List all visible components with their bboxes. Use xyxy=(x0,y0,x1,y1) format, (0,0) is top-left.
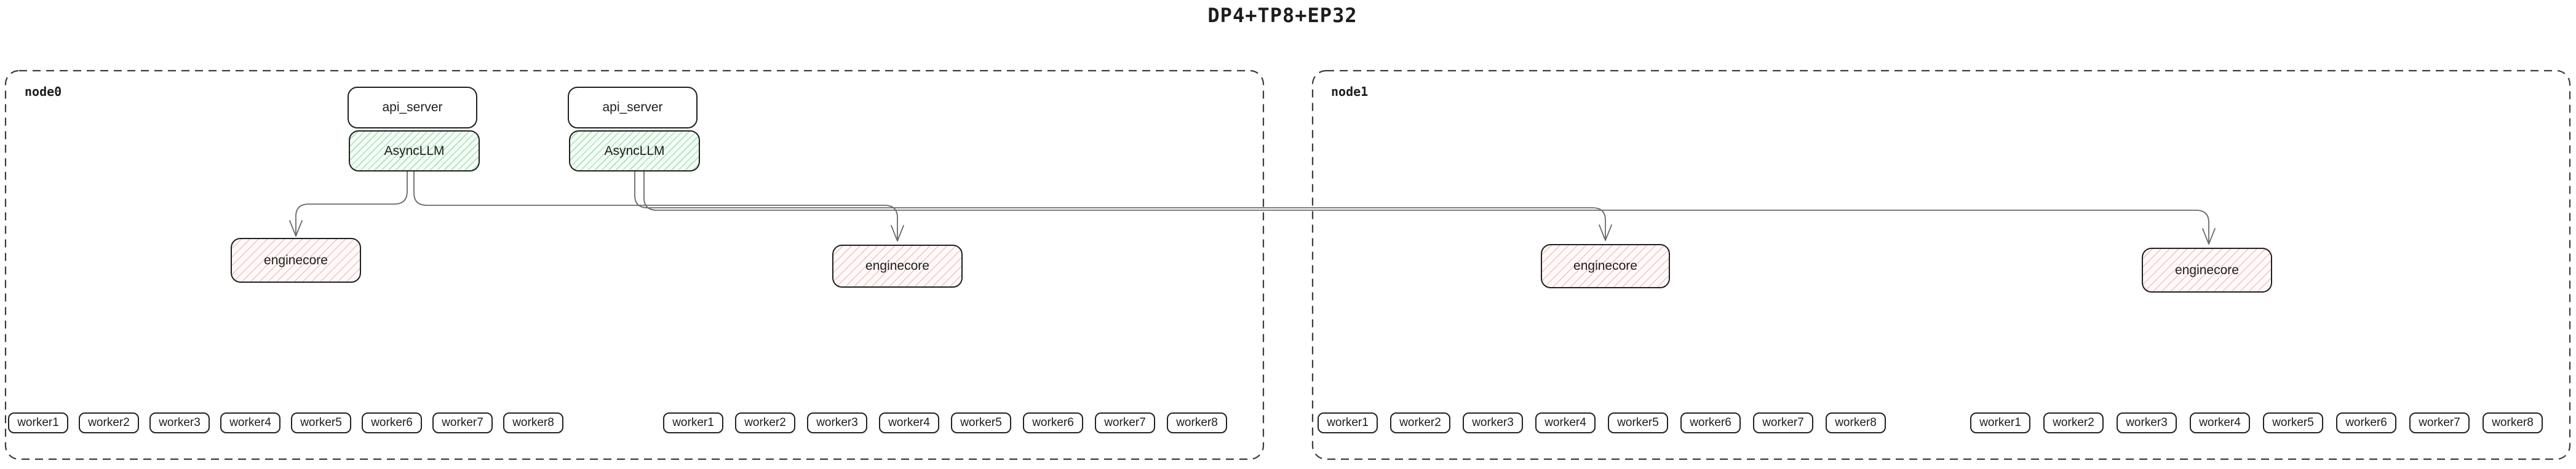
worker-chip: worker3 xyxy=(807,412,867,433)
worker-group: worker1 worker2 worker3 worker4 worker5 worke… xyxy=(663,412,1227,433)
worker-chip: worker1 xyxy=(8,412,68,433)
worker-chip: worker2 xyxy=(735,412,795,433)
arrowhead-enginecore4 xyxy=(2202,228,2216,245)
worker-chip: worker7 xyxy=(432,412,493,433)
worker-chip: worker2 xyxy=(79,412,139,433)
api-server-box: api_server xyxy=(348,87,477,128)
worker-chip: worker7 xyxy=(1095,412,1155,433)
worker-chip: worker6 xyxy=(2336,412,2396,433)
worker-chip: worker4 xyxy=(1535,412,1596,433)
worker-group: worker1 worker2 worker3 worker4 worker5 worke… xyxy=(8,412,563,433)
worker-chip: worker1 xyxy=(1318,412,1378,433)
worker-chip: worker8 xyxy=(2483,412,2543,433)
worker-chip: worker1 xyxy=(1970,412,2030,433)
worker-chip: worker4 xyxy=(220,412,280,433)
worker-chip: worker5 xyxy=(291,412,351,433)
worker-chip: worker4 xyxy=(2190,412,2250,433)
worker-chip: worker1 xyxy=(663,412,723,433)
connector-asyncllm2-enginecore4 xyxy=(643,171,2209,243)
worker-chip: worker8 xyxy=(1167,412,1227,433)
arrowhead-enginecore3 xyxy=(1599,224,1612,241)
worker-chip: worker8 xyxy=(503,412,563,433)
worker-chip: worker6 xyxy=(1680,412,1741,433)
connector-asyncllm2-enginecore3 xyxy=(634,171,1606,240)
worker-chip: worker3 xyxy=(2117,412,2177,433)
worker-chip: worker7 xyxy=(1753,412,1813,433)
connector-asyncllm1-enginecore2 xyxy=(413,171,898,240)
asyncllm-box: AsyncLLM xyxy=(349,130,480,171)
worker-group: worker1 worker2 worker3 worker4 worker5 worke… xyxy=(1318,412,1886,433)
connector-asyncllm1-enginecore1 xyxy=(295,171,408,235)
worker-chip: worker6 xyxy=(1023,412,1083,433)
worker-chip: worker5 xyxy=(1608,412,1668,433)
worker-chip: worker4 xyxy=(879,412,939,433)
enginecore-box: enginecore xyxy=(1541,244,1670,288)
worker-chip: worker5 xyxy=(951,412,1011,433)
asyncllm-box: AsyncLLM xyxy=(569,130,700,171)
worker-chip: worker6 xyxy=(362,412,422,433)
worker-group: worker1 worker2 worker3 worker4 worker5 worke… xyxy=(1970,412,2543,433)
enginecore-box: enginecore xyxy=(832,245,963,288)
api-server-box: api_server xyxy=(568,87,698,128)
enginecore-box: enginecore xyxy=(2142,248,2272,293)
worker-chip: worker3 xyxy=(1463,412,1523,433)
diagram-title: DP4+TP8+EP32 xyxy=(1207,4,1358,27)
worker-chip: worker2 xyxy=(1390,412,1450,433)
arrowhead-enginecore1 xyxy=(289,220,303,237)
node1-label: node1 xyxy=(1331,84,1369,99)
worker-chip: worker3 xyxy=(149,412,210,433)
worker-chip: worker8 xyxy=(1826,412,1886,433)
enginecore-box: enginecore xyxy=(231,238,361,283)
worker-chip: worker5 xyxy=(2263,412,2323,433)
node1-boundary xyxy=(1311,69,2571,460)
node0-label: node0 xyxy=(25,84,62,99)
arrowhead-enginecore2 xyxy=(891,225,904,242)
worker-chip: worker2 xyxy=(2043,412,2104,433)
worker-chip: worker7 xyxy=(2409,412,2470,433)
node0-boundary xyxy=(4,69,1265,460)
